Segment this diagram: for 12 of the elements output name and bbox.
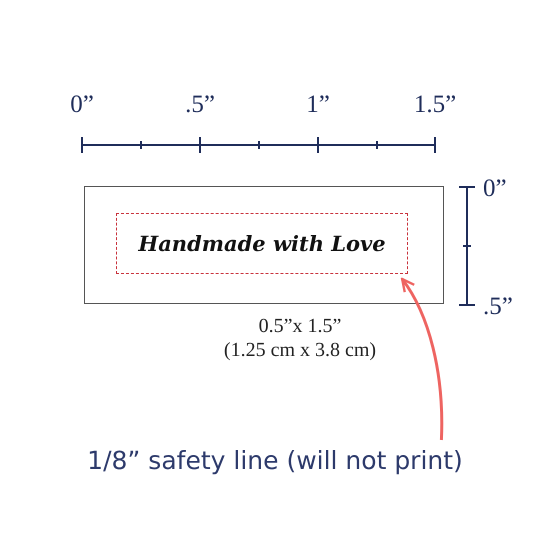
dimension-text: (1.25 cm x 3.8 cm) — [224, 340, 376, 360]
ruler-mark: 1.5” — [414, 92, 456, 117]
label-text: Handmade with Love — [138, 231, 386, 256]
ruler-mark: 0” — [70, 92, 94, 117]
ruler-mark: 0” — [483, 176, 507, 201]
ruler-mark: 1” — [306, 92, 330, 117]
dimension-text: 0.5”x 1.5” — [258, 316, 342, 336]
ruler-mark: .5” — [483, 294, 513, 319]
label-outline — [84, 186, 444, 304]
leader-arrow — [400, 278, 444, 440]
ruler-mark: .5” — [185, 92, 215, 117]
caption-text: 1/8” safety line (will not print) — [87, 446, 463, 474]
